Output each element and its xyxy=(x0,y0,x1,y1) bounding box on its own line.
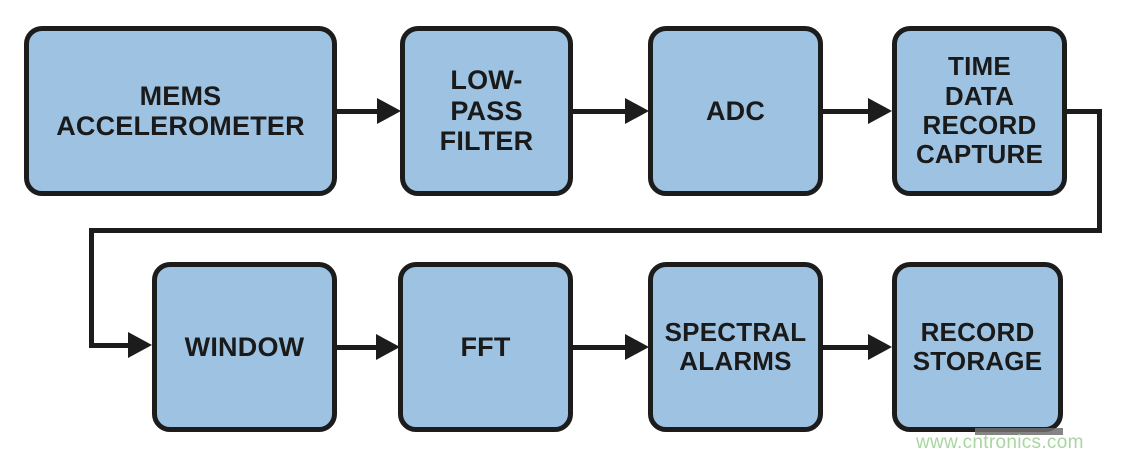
connector-adc-to-timedata-arrowhead-icon xyxy=(868,98,892,124)
block-time-data-record-capture: TIME DATA RECORD CAPTURE xyxy=(892,26,1067,196)
connector-lowpass-to-adc-line xyxy=(573,109,627,114)
connector-timedata-to-window-segment-right xyxy=(1067,109,1102,114)
block-window: WINDOW xyxy=(152,262,337,432)
connector-fft-to-spectralalarms-line xyxy=(573,345,627,350)
block-record-storage: RECORD STORAGE xyxy=(892,262,1063,432)
block-spectral-alarms: SPECTRAL ALARMS xyxy=(648,262,823,432)
connector-mems-to-lowpass-arrowhead-icon xyxy=(377,98,401,124)
connector-window-to-fft-line xyxy=(337,345,378,350)
connector-timedata-to-window-segment-down-left xyxy=(89,228,94,348)
watermark-text: www.cntronics.com xyxy=(916,432,1084,453)
block-adc: ADC xyxy=(648,26,823,196)
connector-spectralalarms-to-recordstorage-line xyxy=(823,345,869,350)
connector-fft-to-spectralalarms-arrowhead-icon xyxy=(625,334,649,360)
connector-window-to-fft-arrowhead-icon xyxy=(376,334,400,360)
connector-adc-to-timedata-line xyxy=(823,109,869,114)
connector-timedata-to-window-segment-into-window xyxy=(89,343,131,348)
connector-timedata-to-window-segment-down-right xyxy=(1097,109,1102,233)
connector-timedata-to-window-arrowhead-icon xyxy=(128,332,152,358)
connector-timedata-to-window-segment-across xyxy=(89,228,1102,233)
block-low-pass-filter: LOW- PASS FILTER xyxy=(400,26,573,196)
block-mems-accelerometer: MEMS ACCELEROMETER xyxy=(24,26,337,196)
connector-spectralalarms-to-recordstorage-arrowhead-icon xyxy=(868,334,892,360)
watermark-bar xyxy=(975,428,1063,435)
connector-mems-to-lowpass-line xyxy=(337,109,379,114)
block-fft: FFT xyxy=(398,262,573,432)
connector-lowpass-to-adc-arrowhead-icon xyxy=(625,98,649,124)
